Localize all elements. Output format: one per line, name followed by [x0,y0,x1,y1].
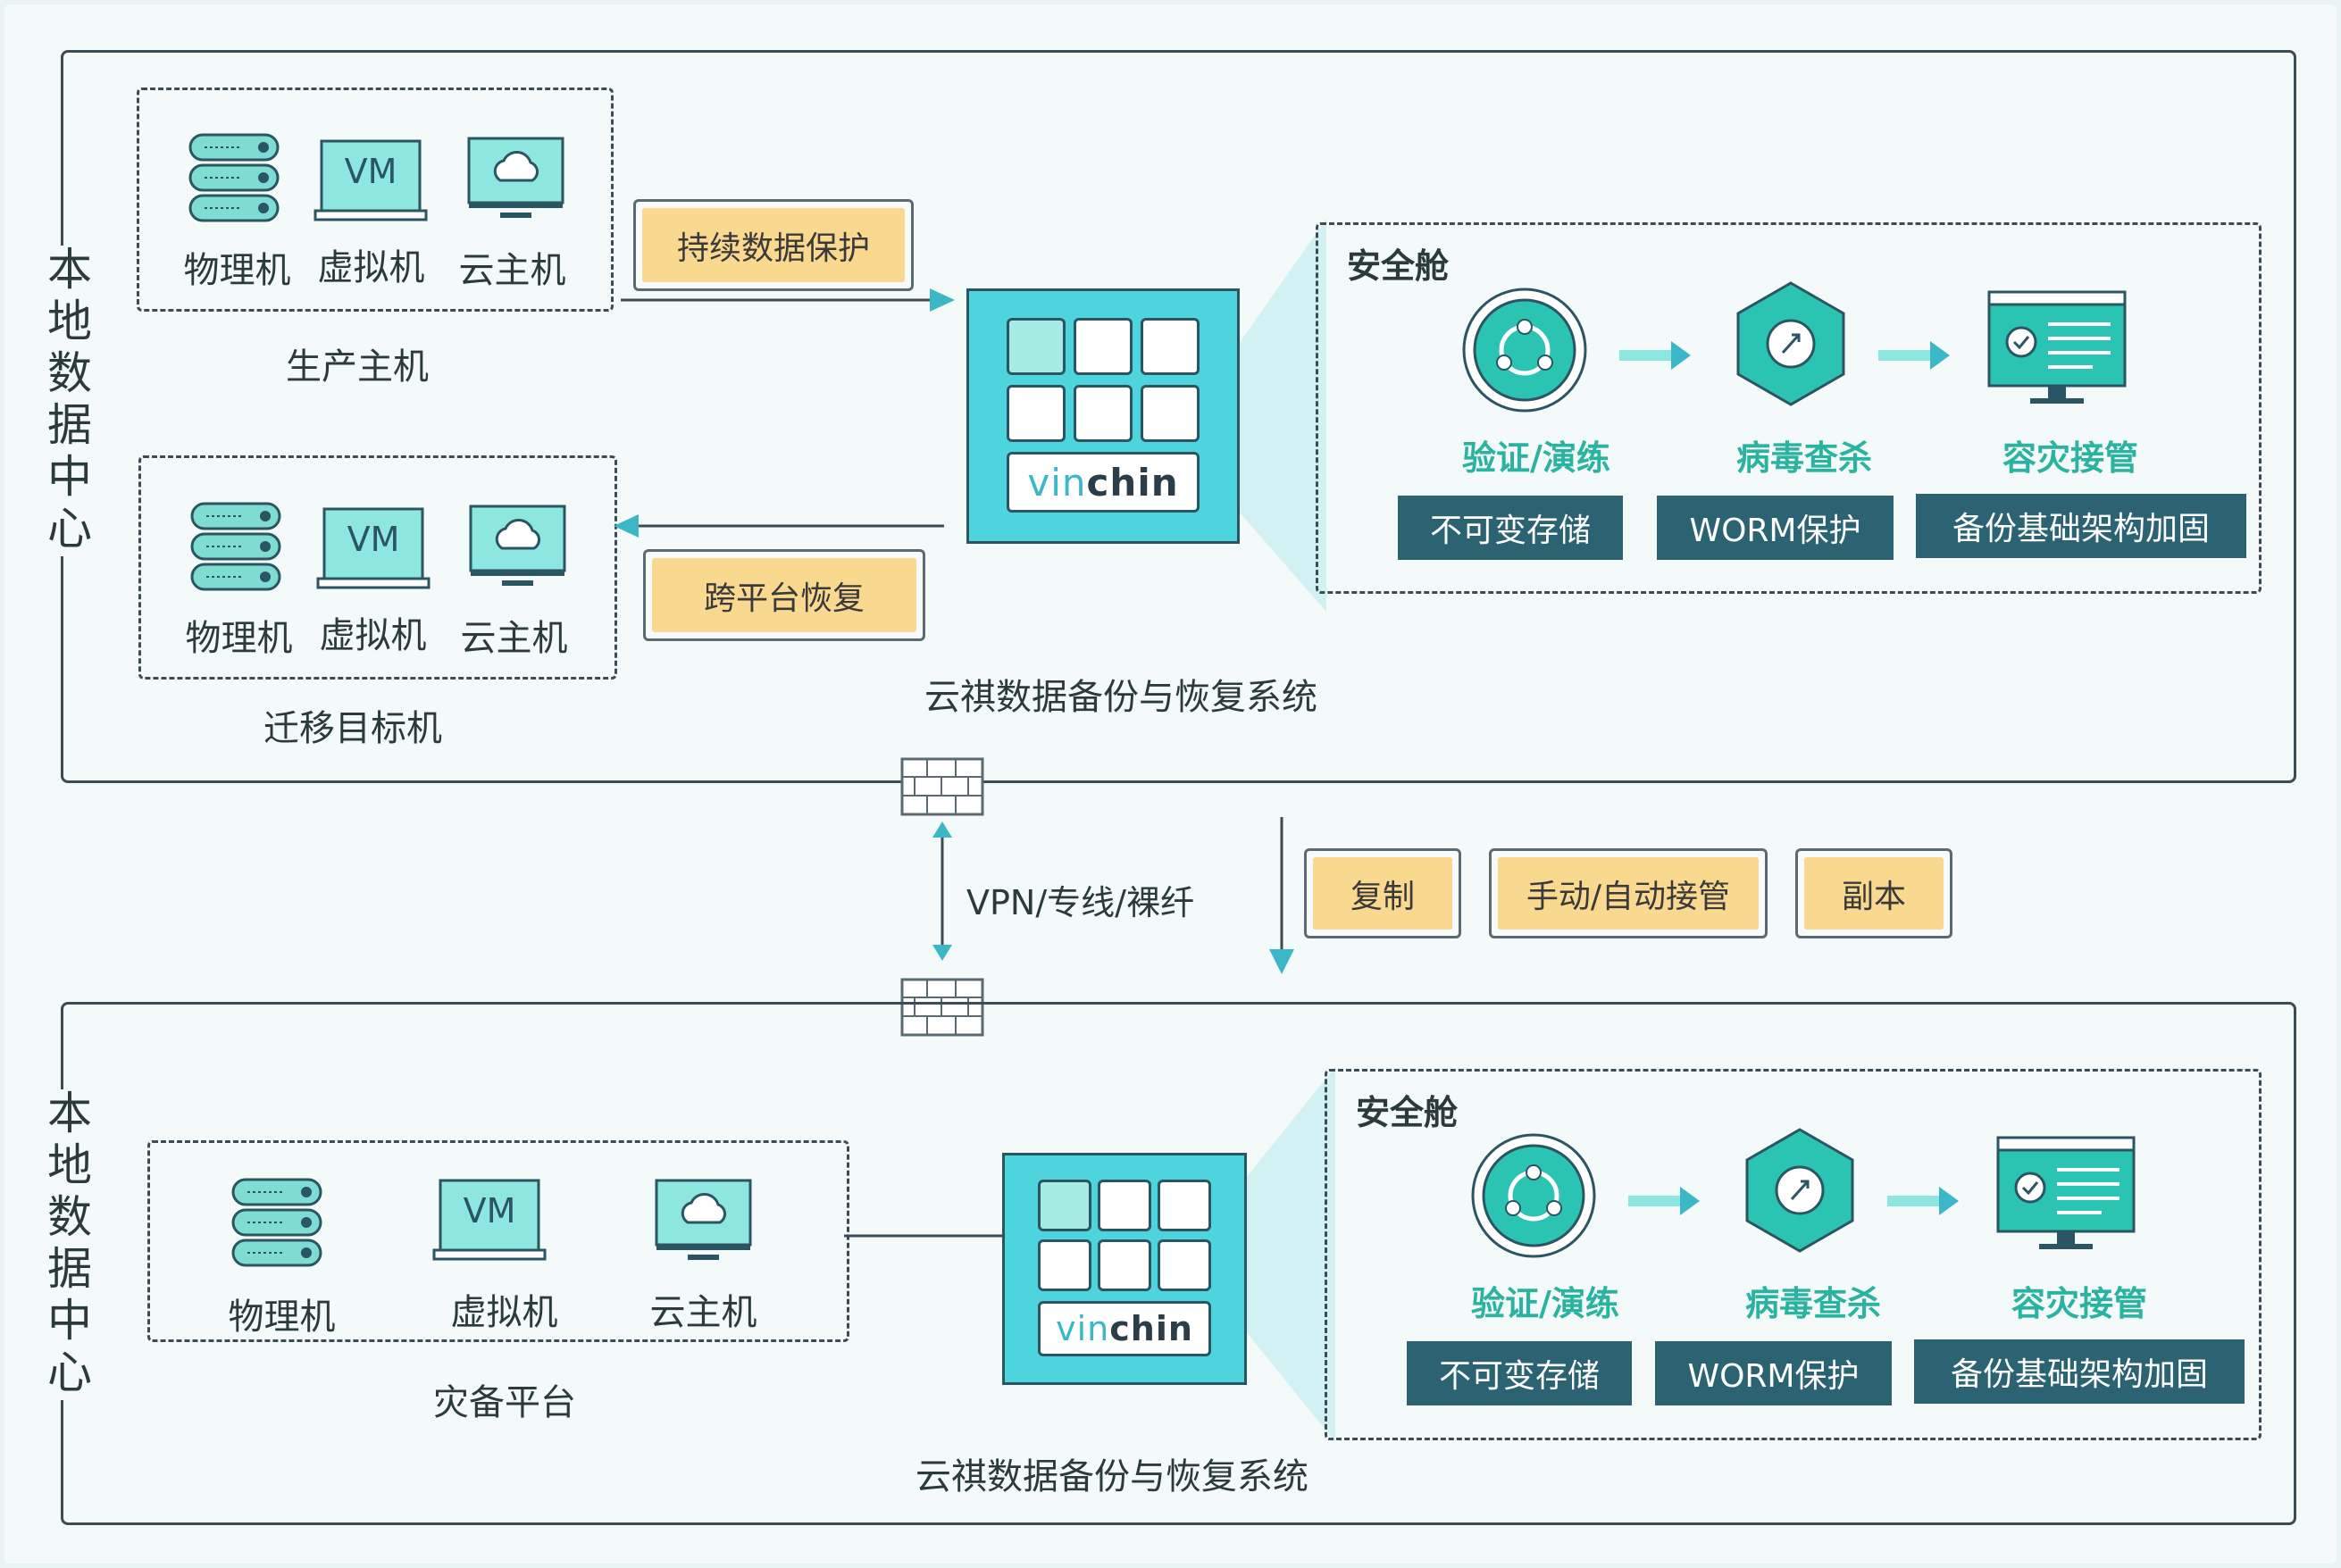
step-label: 容灾接管 [2011,1284,2147,1323]
replica-tag: 副本 [1795,848,1952,938]
takeover-tag: 手动/自动接管 [1489,848,1768,938]
step-label: 验证/演练 [1462,438,1610,478]
network-link-label: VPN/专线/裸纤 [966,883,1194,922]
vm-text: VM [463,1191,516,1230]
virtual-machine-icon [314,139,428,221]
beam-light [1233,219,1326,612]
migration-hosts-caption: 迁移目标机 [263,708,442,749]
beam-light [1242,1067,1335,1442]
immutable-storage-box: 不可变存储 [1407,1341,1632,1405]
verify-drill-icon [1462,288,1587,413]
device-label: 虚拟机 [317,247,425,288]
worm-protection-box: WORM保护 [1657,496,1894,560]
immutable-storage-box: 不可变存储 [1398,496,1623,560]
security-vault [1325,1069,2262,1440]
device-label: 虚拟机 [450,1292,558,1333]
protection-arrow [621,288,955,312]
infrastructure-hardening-box: 备份基础架构加固 [1914,1339,2245,1404]
flow-arrow-icon [1619,341,1691,370]
worm-protection-box: WORM保护 [1655,1341,1892,1405]
dr-platform-caption: 灾备平台 [433,1382,576,1423]
replication-tag: 复制 [1304,848,1461,938]
step-label: 容灾接管 [2002,438,2138,478]
replication-arrow [1269,817,1294,974]
continuous-protection-tag: 持续数据保护 [633,199,914,291]
vault-title: 安全舱 [1356,1093,1459,1132]
security-vault [1316,222,2262,594]
system-label: 云祺数据备份与恢复系统 [924,677,1317,718]
cloud-host-icon [655,1179,752,1260]
device-label: 云主机 [460,618,568,659]
vm-text: VM [344,152,397,191]
dr-platform-group [147,1140,849,1342]
cloud-host-icon [469,505,566,586]
dr-takeover-icon [1996,1136,2136,1249]
device-label: 物理机 [228,1297,336,1338]
migration-hosts-group [138,455,617,680]
device-label: 云主机 [649,1292,757,1333]
production-hosts-group [137,88,614,312]
production-hosts-caption: 生产主机 [286,346,429,388]
local-datacenter-label: 本地数据中心 [40,246,92,556]
firewall-icon [900,978,984,1037]
server-icon [188,133,280,222]
step-label: 验证/演练 [1471,1284,1619,1323]
system-label: 云祺数据备份与恢复系统 [915,1456,1308,1497]
firewall-icon [900,757,984,816]
device-label: 物理机 [183,250,291,291]
verify-drill-icon [1471,1133,1596,1258]
flow-arrow-icon [1887,1187,1959,1215]
step-label: 病毒查杀 [1735,438,1872,478]
virtual-machine-icon [432,1179,547,1261]
flow-arrow-icon [1628,1187,1700,1215]
virus-scan-icon [1736,281,1845,406]
step-label: 病毒查杀 [1744,1284,1881,1323]
cloud-host-icon [467,137,564,218]
cross-platform-restore-tag: 跨平台恢复 [643,549,925,641]
dr-datacenter-label: 本地数据中心 [40,1089,92,1400]
virtual-machine-icon [316,507,431,589]
dr-takeover-icon [1987,290,2127,404]
device-label: 虚拟机 [319,615,427,656]
device-label: 物理机 [185,618,293,659]
server-icon [190,502,281,591]
infrastructure-hardening-box: 备份基础架构加固 [1916,494,2246,558]
diagram-canvas: 本地数据中心 VM 物理机 虚拟机 云主机 生产主机 持续数据保护 [4,4,2337,1564]
restore-arrow [614,514,944,538]
virus-scan-icon [1745,1128,1854,1253]
server-icon [231,1178,322,1267]
bidirectional-link-arrow [932,822,952,961]
flow-arrow-icon [1878,341,1950,370]
device-label: 云主机 [458,250,566,291]
vm-text: VM [347,520,400,559]
vault-title: 安全舱 [1347,246,1450,286]
connector-line [844,1234,1003,1238]
